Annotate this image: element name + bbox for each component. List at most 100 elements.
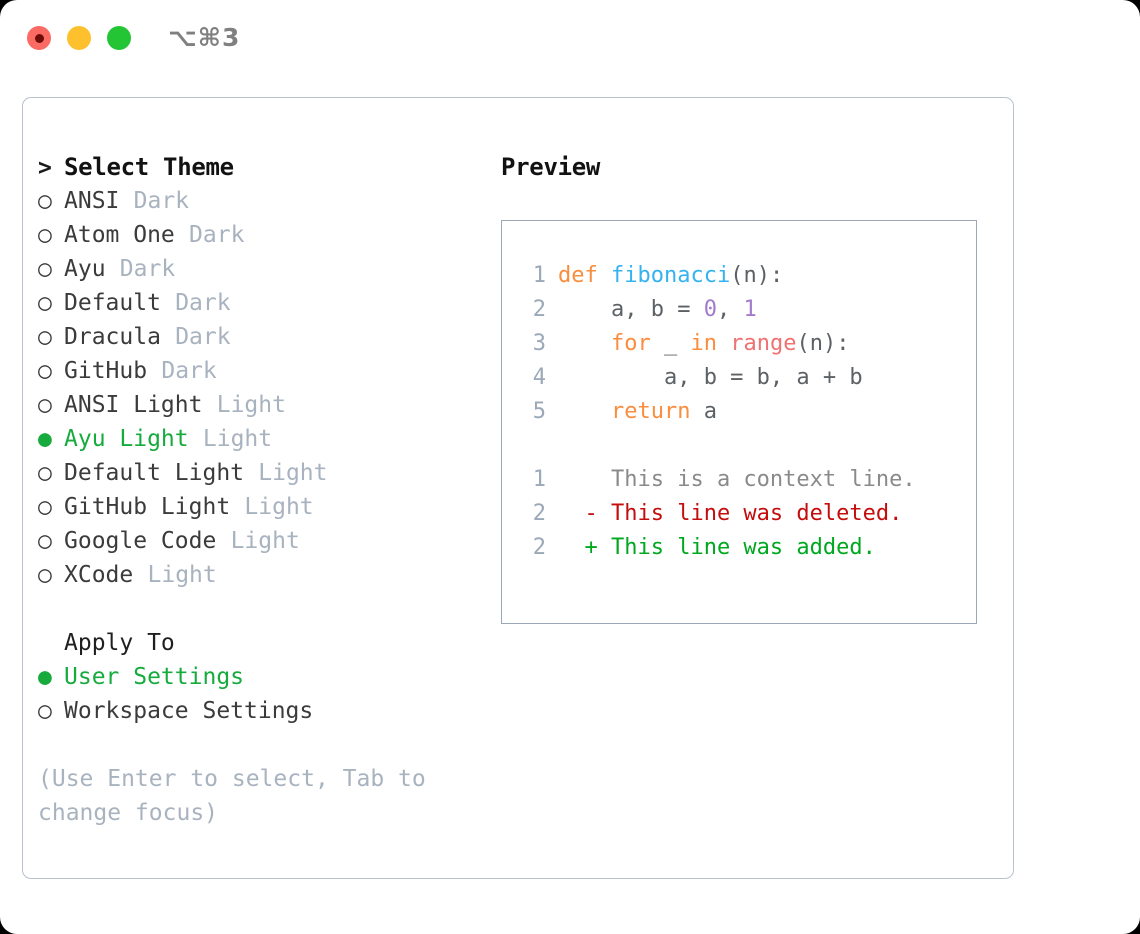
code-token-call: range xyxy=(730,331,797,356)
code-token-kw: return xyxy=(610,399,691,424)
radio-unselected-icon: ○ xyxy=(38,494,52,520)
theme-option-kind: Light xyxy=(216,392,286,418)
code-token-fn: fibonacci xyxy=(610,263,731,288)
theme-option-label: Google Code xyxy=(64,528,217,554)
theme-option-label: GitHub Light xyxy=(64,494,231,520)
theme-option-label: ANSI xyxy=(64,188,120,214)
code-token-plain: _ xyxy=(650,331,691,356)
code-line: 1 def fibonacci(n): xyxy=(502,259,976,293)
theme-option-ayu-light[interactable]: ● Ayu Light Light xyxy=(38,422,488,456)
apply-to-label: Apply To xyxy=(64,630,175,656)
keyboard-hint-text: (Use Enter to select, Tab to change focu… xyxy=(38,766,440,826)
theme-list-title: Select Theme xyxy=(64,153,234,181)
code-token-plain xyxy=(558,331,611,356)
code-line-content: for _ in range(n): xyxy=(558,327,849,361)
code-line-number: 5 xyxy=(532,399,546,424)
code-token-num: 1 xyxy=(743,297,757,322)
diff-line-content: This is a context line. xyxy=(558,467,916,492)
apply-to-options-list: ● User Settings ○ Workspace Settings xyxy=(38,660,488,728)
radio-unselected-icon: ○ xyxy=(38,290,52,316)
apply-to-option-label: User Settings xyxy=(64,664,245,690)
diff-line-content: + This line was added. xyxy=(558,535,876,560)
diff-line-added: 2 + This line was added. xyxy=(502,531,976,565)
caret-icon: > xyxy=(38,155,52,181)
theme-option-kind: Light xyxy=(230,528,300,554)
theme-option-label: Default xyxy=(64,290,161,316)
keyboard-shortcut-label: ⌥⌘3 xyxy=(168,23,241,52)
apply-to-option-user-settings[interactable]: ● User Settings xyxy=(38,660,488,694)
window-controls xyxy=(27,26,131,50)
code-token-plain xyxy=(558,399,611,424)
code-token-num: 0 xyxy=(703,297,717,322)
theme-option-kind: Dark xyxy=(175,324,231,350)
theme-option-kind: Dark xyxy=(175,290,231,316)
theme-option-label: Dracula xyxy=(64,324,161,350)
theme-option-label: XCode xyxy=(64,562,134,588)
code-line-content: return a xyxy=(558,395,717,429)
code-line: 3 for _ in range(n): xyxy=(502,327,976,361)
theme-option-dracula[interactable]: ○ Dracula Dark xyxy=(38,320,488,354)
radio-unselected-icon: ○ xyxy=(38,324,52,350)
code-line: 2 a, b = 0, 1 xyxy=(502,293,976,327)
theme-option-label: Ayu xyxy=(64,256,106,282)
code-line-number: 1 xyxy=(532,263,546,288)
code-token-plain: a xyxy=(690,399,717,424)
code-line-content: def fibonacci(n): xyxy=(558,259,783,293)
close-button-icon[interactable] xyxy=(27,26,51,50)
radio-selected-icon: ● xyxy=(38,664,52,690)
theme-option-kind: Light xyxy=(258,460,328,486)
radio-unselected-icon: ○ xyxy=(38,698,52,724)
list-spacer xyxy=(38,592,488,626)
theme-option-kind: Dark xyxy=(189,222,245,248)
theme-option-label: GitHub xyxy=(64,358,148,384)
code-token-plain: (n): xyxy=(796,331,850,356)
preview-title: Preview xyxy=(501,153,601,181)
code-line: 4 a, b = b, a + b xyxy=(502,361,976,395)
code-token-plain: , xyxy=(716,297,744,322)
diff-sample: 1 This is a context line.2 - This line w… xyxy=(502,463,976,565)
radio-selected-icon: ● xyxy=(38,426,52,452)
radio-unselected-icon: ○ xyxy=(38,188,52,214)
radio-unselected-icon: ○ xyxy=(38,256,52,282)
theme-option-label: Ayu Light xyxy=(64,426,189,452)
code-line-number: 4 xyxy=(532,365,546,390)
theme-option-github-light[interactable]: ○ GitHub Light Light xyxy=(38,490,488,524)
theme-option-kind: Dark xyxy=(161,358,217,384)
theme-option-kind: Light xyxy=(147,562,217,588)
radio-unselected-icon: ○ xyxy=(38,528,52,554)
code-line-number: 2 xyxy=(532,297,546,322)
code-token-kw: in xyxy=(690,331,717,356)
code-token-plain: a, b = b, a + b xyxy=(558,365,863,390)
title-bar: ⌥⌘3 xyxy=(0,0,1140,78)
theme-option-kind: Light xyxy=(244,494,314,520)
zoom-button-icon[interactable] xyxy=(107,26,131,50)
code-line: 5 return a xyxy=(502,395,976,429)
theme-option-label: ANSI Light xyxy=(64,392,203,418)
preview-gap xyxy=(502,429,976,463)
diff-line-deleted: 2 - This line was deleted. xyxy=(502,497,976,531)
theme-option-default[interactable]: ○ Default Dark xyxy=(38,286,488,320)
code-line-content: a, b = 0, 1 xyxy=(558,293,757,327)
diff-line-number: 2 xyxy=(532,535,546,560)
apply-to-option-workspace-settings[interactable]: ○ Workspace Settings xyxy=(38,694,488,728)
apply-to-option-label: Workspace Settings xyxy=(64,698,314,724)
theme-option-kind: Light xyxy=(202,426,273,452)
theme-option-google-code[interactable]: ○ Google Code Light xyxy=(38,524,488,558)
radio-unselected-icon: ○ xyxy=(38,222,52,248)
minimize-button-icon[interactable] xyxy=(67,26,91,50)
code-token-plain: a, b = xyxy=(558,297,704,322)
diff-line-content: - This line was deleted. xyxy=(558,501,903,526)
apply-to-heading: Apply To xyxy=(38,626,488,660)
